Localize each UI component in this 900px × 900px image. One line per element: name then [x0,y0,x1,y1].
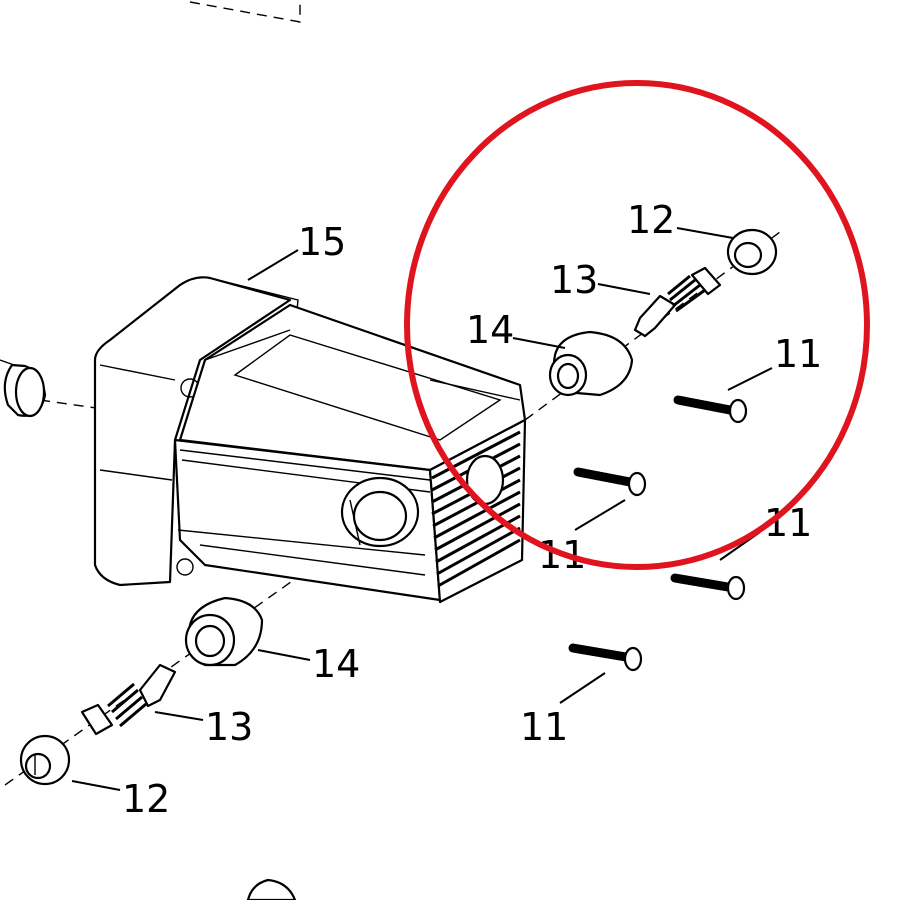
holder-14-lower [184,596,264,667]
callout-11-a: 11 [774,332,822,376]
highlight-circle [404,80,870,570]
screw-11-b [573,467,647,497]
cooling-fins [431,430,521,588]
callout-14-lower: 14 [312,642,360,686]
bottom-part-fragment [246,878,297,900]
callout-labels: 15 12 13 14 11 11 11 11 14 13 12 [122,198,822,821]
callout-15: 15 [298,220,346,264]
cap-12-lower [19,734,71,786]
brush-13-lower [80,663,177,736]
partial-dashed-outline [189,0,301,23]
motor-housing [93,276,527,604]
callout-13-lower: 13 [205,705,253,749]
cap-12-upper [726,228,778,276]
callout-14-upper: 14 [466,308,514,352]
holder-14-upper [548,330,634,397]
brush-13-upper [633,266,722,338]
callout-11-d: 11 [520,705,568,749]
screw-11-d [568,643,643,672]
callout-13-upper: 13 [550,258,598,302]
screw-11-c [670,573,746,601]
callout-12-upper: 12 [627,198,675,242]
left-end-cap [0,359,47,418]
screw-11-a [673,395,748,424]
callout-12-lower: 12 [122,777,170,821]
